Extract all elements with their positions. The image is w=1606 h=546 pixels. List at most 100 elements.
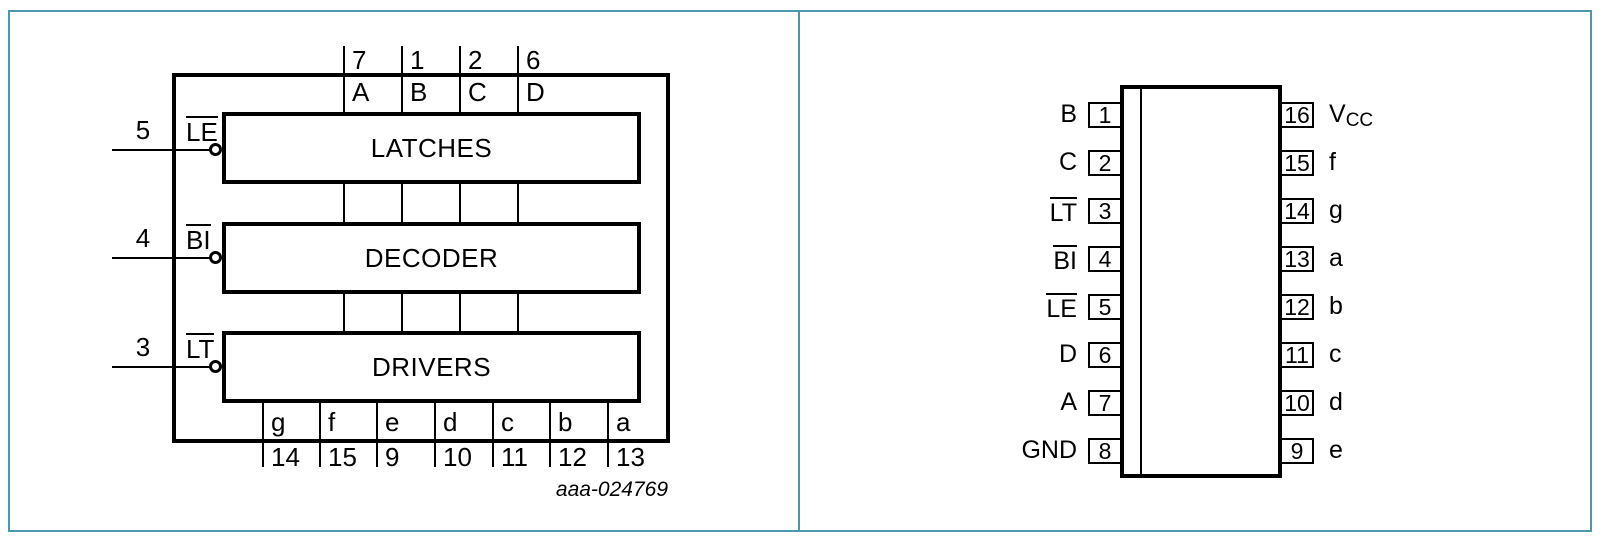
pin-signal-label: e <box>1329 436 1343 464</box>
input-line-d <box>517 46 519 113</box>
pin-signal-label: d <box>1329 388 1343 416</box>
pin-number: 1 <box>410 45 425 75</box>
pin-number-box: 14 <box>1280 198 1314 224</box>
pin-signal-label: B <box>1060 100 1077 128</box>
pin-signal-label: D <box>1058 340 1077 368</box>
pin-number-box: 1 <box>1088 102 1122 128</box>
signal-label: D <box>526 77 545 107</box>
connector-line <box>343 184 345 222</box>
signal-label: f <box>328 407 336 437</box>
inverter-bubble-le <box>209 143 222 156</box>
drivers-label: DRIVERS <box>371 351 492 382</box>
pin-number: 10 <box>443 442 472 472</box>
pin-signal-label: GND <box>1021 436 1077 464</box>
output-line-f <box>319 403 321 443</box>
pin-number-box: 8 <box>1088 438 1122 464</box>
output-line-g <box>262 403 264 443</box>
pin-number-box: 4 <box>1088 246 1122 272</box>
signal-label: g <box>271 407 286 437</box>
latches-block: LATCHES <box>222 112 641 184</box>
output-stub <box>376 443 378 467</box>
pin-number: 7 <box>352 45 367 75</box>
output-line-b <box>549 403 551 443</box>
output-stub <box>549 443 551 467</box>
signal-label-le: LE <box>186 116 218 147</box>
pin-number-box: 16 <box>1280 102 1314 128</box>
pin-signal-label: C <box>1058 148 1077 176</box>
decoder-label: DECODER <box>364 242 499 273</box>
connector-line <box>517 294 519 331</box>
output-stub <box>434 443 436 467</box>
pin-number-box: 12 <box>1280 294 1314 320</box>
pin-number: 3 <box>135 332 151 362</box>
pin-number: 5 <box>135 115 151 145</box>
output-stub <box>607 443 609 467</box>
inverter-bubble-bi <box>209 251 222 264</box>
signal-label-lt: LT <box>186 333 215 364</box>
pin-number: 14 <box>271 442 300 472</box>
output-stub <box>262 443 264 467</box>
pin-signal-label-vcc: VCC <box>1329 100 1374 132</box>
panel-divider <box>798 10 800 532</box>
signal-label: b <box>558 407 573 437</box>
pin-signal-label: LE <box>1046 293 1077 323</box>
control-line-le <box>112 149 210 151</box>
control-line-lt <box>112 366 210 368</box>
input-line-c <box>459 46 461 113</box>
pin-number: 12 <box>558 442 587 472</box>
output-line-c <box>492 403 494 443</box>
output-stub <box>319 443 321 467</box>
pin-signal-label: c <box>1329 340 1342 368</box>
pin-number: 6 <box>526 45 541 75</box>
pin-signal-label: b <box>1329 292 1343 320</box>
pin-signal-label: f <box>1329 148 1336 176</box>
pin-number: 15 <box>328 442 357 472</box>
pin-number-box: 6 <box>1088 342 1122 368</box>
pin-signal-label: BI <box>1053 245 1077 275</box>
signal-label: A <box>352 77 370 107</box>
connector-line <box>343 294 345 331</box>
signal-label: B <box>410 77 428 107</box>
pin-signal-label: g <box>1329 196 1343 224</box>
ic-package-edge-line <box>1140 89 1142 474</box>
figure-frame <box>8 10 1592 532</box>
connector-line <box>517 184 519 222</box>
signal-label: e <box>385 407 400 437</box>
pin-number-box: 7 <box>1088 390 1122 416</box>
pin-number-box: 3 <box>1088 198 1122 224</box>
pin-number-box: 5 <box>1088 294 1122 320</box>
output-line-d <box>434 403 436 443</box>
decoder-block: DECODER <box>222 222 641 294</box>
ic-package-body <box>1120 85 1282 478</box>
figure-reference-label: aaa-024769 <box>555 478 668 501</box>
latches-label: LATCHES <box>370 132 493 163</box>
signal-label-bi: BI <box>186 224 211 255</box>
inverter-bubble-lt <box>209 360 222 373</box>
pin-number: 9 <box>385 442 400 472</box>
pin-number: 11 <box>501 442 528 472</box>
pin-number-box: 2 <box>1088 150 1122 176</box>
signal-label: C <box>468 77 487 107</box>
connector-line <box>459 184 461 222</box>
pin-number-box: 15 <box>1280 150 1314 176</box>
pin-number-box: 13 <box>1280 246 1314 272</box>
output-line-a <box>607 403 609 443</box>
connector-line <box>401 184 403 222</box>
drivers-block: DRIVERS <box>222 331 641 403</box>
input-line-a <box>343 46 345 113</box>
pin-signal-label: A <box>1060 388 1077 416</box>
pin-number-box: 9 <box>1280 438 1314 464</box>
output-stub <box>492 443 494 467</box>
pin-number: 2 <box>468 45 483 75</box>
output-line-e <box>376 403 378 443</box>
connector-line <box>401 294 403 331</box>
signal-label: d <box>443 407 458 437</box>
pin-number-box: 11 <box>1280 342 1314 368</box>
control-line-bi <box>112 257 210 259</box>
connector-line <box>459 294 461 331</box>
input-line-b <box>401 46 403 113</box>
pin-number: 4 <box>135 223 151 253</box>
signal-label: a <box>616 407 631 437</box>
pin-number-box: 10 <box>1280 390 1314 416</box>
